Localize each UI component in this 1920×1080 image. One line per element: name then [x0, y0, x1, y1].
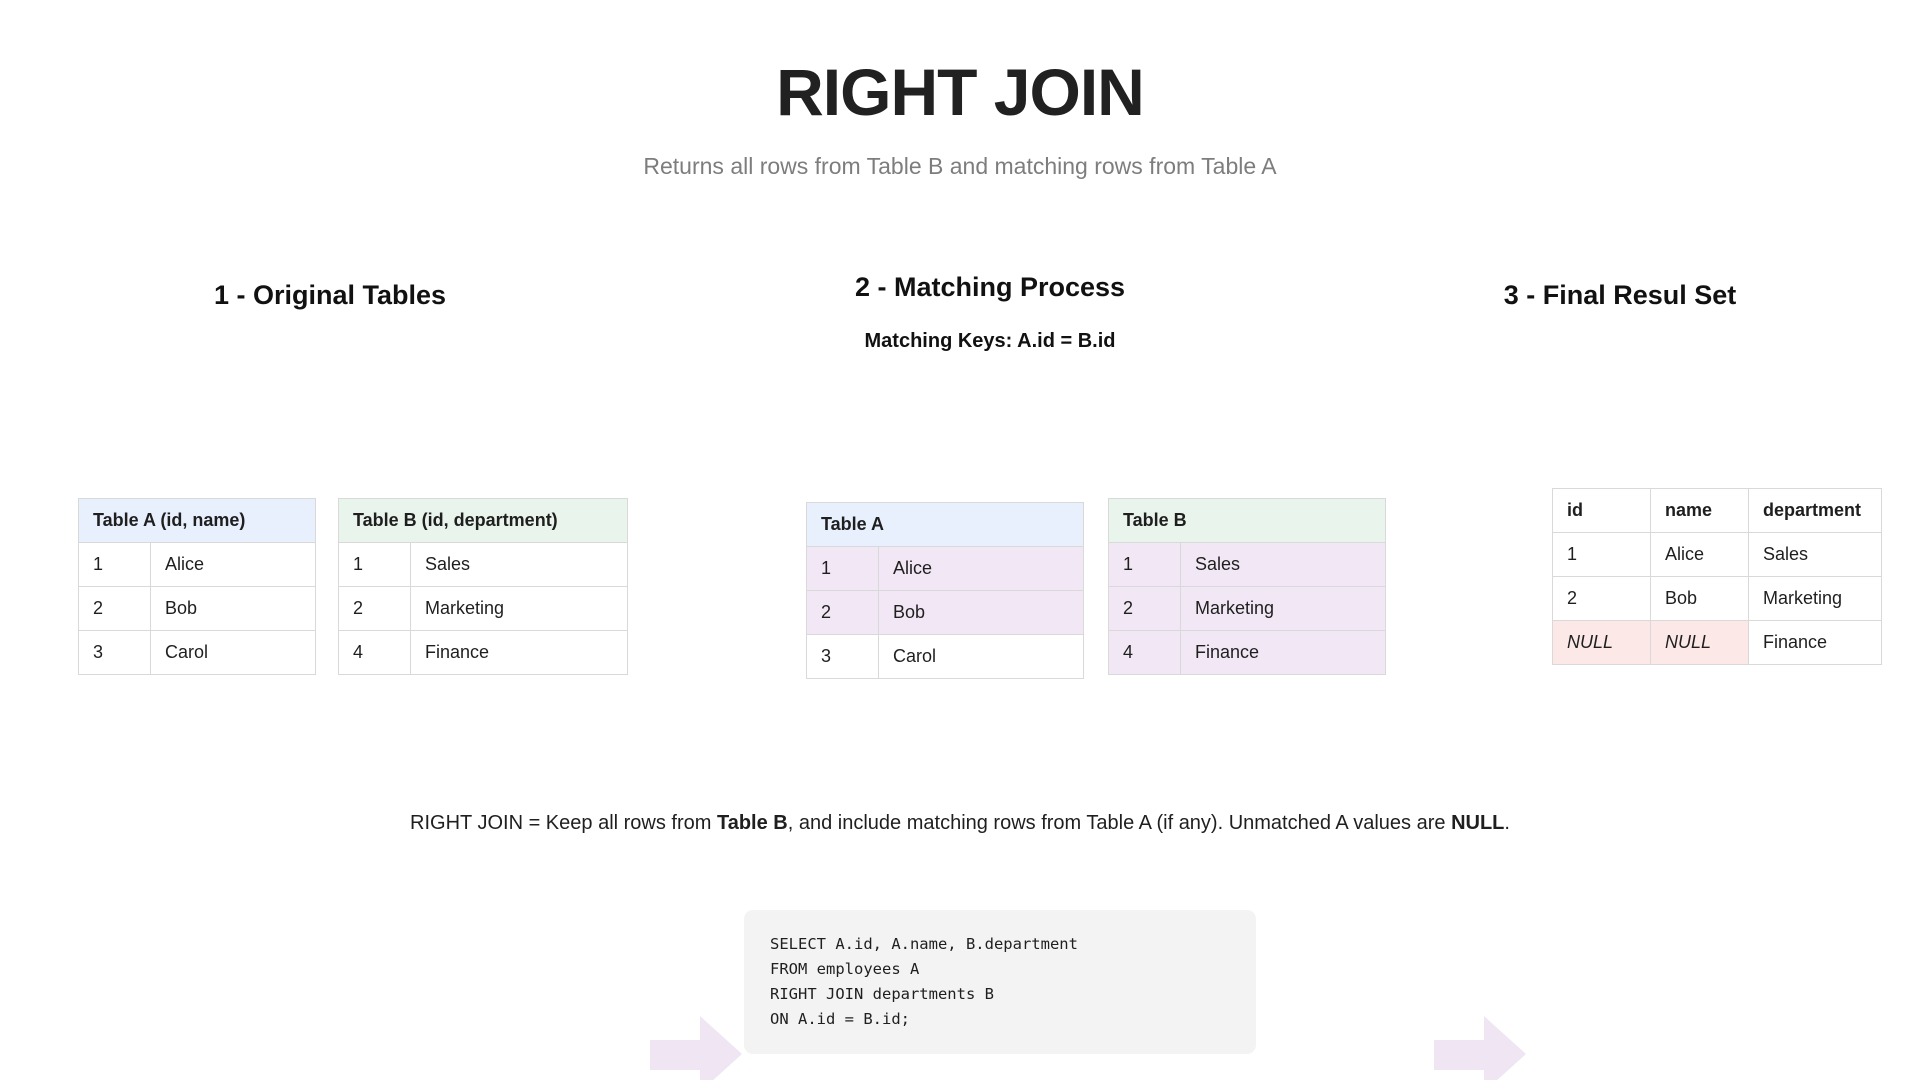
- tables-zone: Table A (id, name) 1 Alice 2 Bob 3 Carol: [0, 488, 1920, 1080]
- table-row-unmatched: 3 Carol: [806, 634, 1084, 679]
- arrow-shaft: [1434, 1040, 1490, 1070]
- table-row: 2 Bob: [78, 586, 316, 631]
- cell-name-null: NULL: [1650, 620, 1749, 665]
- cell-id: 2: [338, 586, 411, 631]
- table-row-matched: 1 Sales: [1108, 542, 1386, 587]
- cell-id: 1: [338, 542, 411, 587]
- sql-code-block: SELECT A.id, A.name, B.department FROM e…: [744, 910, 1256, 1055]
- cell-department: Finance: [1180, 630, 1386, 675]
- page-subtitle: Returns all rows from Table B and matchi…: [643, 153, 1277, 180]
- result-table-body: 1 Alice Sales 2 Bob Marketing NULL NULL …: [1552, 532, 1882, 665]
- matching-table-a-body: 1 Alice 2 Bob 3 Carol: [806, 546, 1084, 679]
- table-row-matched: 2 Bob: [806, 590, 1084, 635]
- table-row: 2 Marketing: [338, 586, 628, 631]
- arrow-head: [1484, 1016, 1526, 1080]
- cell-id: 2: [78, 586, 151, 631]
- table-row: 1 Alice: [78, 542, 316, 587]
- table-header-row: Table B (id, department): [338, 498, 628, 543]
- explanation-emphasis-table-b: Table B: [716, 812, 788, 834]
- arrow-shaft: [650, 1040, 706, 1070]
- cell-department: Marketing: [1180, 586, 1386, 631]
- explanation-text: RIGHT JOIN = Keep all rows from Table B,…: [380, 808, 1540, 839]
- section-heading-matching-process: 2 - Matching Process: [854, 272, 1126, 303]
- result-column-department: department: [1748, 488, 1882, 533]
- cell-department: Sales: [410, 542, 628, 587]
- section-heading-original-tables: 1 - Original Tables: [213, 280, 447, 311]
- table-row-matched: 1 Alice: [806, 546, 1084, 591]
- arrow-head: [700, 1016, 742, 1080]
- table-header-row: Table B: [1108, 498, 1386, 543]
- cell-name: Bob: [878, 590, 1084, 635]
- table-row-matched: 4 Finance: [1108, 630, 1386, 675]
- cell-name: Alice: [150, 542, 316, 587]
- cell-department: Finance: [410, 630, 628, 675]
- cell-id: 1: [1552, 532, 1651, 577]
- cell-department: Marketing: [1748, 576, 1882, 621]
- table-header-row: id name department: [1552, 488, 1882, 533]
- original-table-a-caption: Table A (id, name): [78, 498, 316, 543]
- cell-department: Marketing: [410, 586, 628, 631]
- explanation-part-3: .: [1504, 812, 1510, 834]
- cell-name: Bob: [150, 586, 316, 631]
- cell-id-null: NULL: [1552, 620, 1651, 665]
- matching-table-b-body: 1 Sales 2 Marketing 4 Finance: [1108, 542, 1386, 675]
- table-row: 4 Finance: [338, 630, 628, 675]
- original-table-b: Table B (id, department) 1 Sales 2 Marke…: [338, 498, 628, 675]
- table-header-row: Table A: [806, 502, 1084, 547]
- result-column-id: id: [1552, 488, 1651, 533]
- matching-keys-label: Matching Keys: A.id = B.id: [864, 330, 1116, 353]
- cell-id: 1: [1108, 542, 1181, 587]
- cell-name: Alice: [878, 546, 1084, 591]
- cell-id: 4: [1108, 630, 1181, 675]
- cell-department: Sales: [1748, 532, 1882, 577]
- cell-name: Bob: [1650, 576, 1749, 621]
- matching-table-a: Table A 1 Alice 2 Bob 3 Carol: [806, 502, 1084, 679]
- cell-id: 1: [806, 546, 879, 591]
- cell-id: 3: [78, 630, 151, 675]
- cell-name: Carol: [150, 630, 316, 675]
- table-row-matched: 2 Marketing: [1108, 586, 1386, 631]
- table-header-row: Table A (id, name): [78, 498, 316, 543]
- table-row: 1 Alice Sales: [1552, 532, 1882, 577]
- section-headings: 1 - Original Tables 2 - Matching Process…: [0, 242, 1920, 352]
- cell-id: 2: [1108, 586, 1181, 631]
- arrow-right-icon: [650, 1016, 742, 1080]
- arrow-right-icon: [1434, 1016, 1526, 1080]
- cell-department: Finance: [1748, 620, 1882, 665]
- original-table-b-body: 1 Sales 2 Marketing 4 Finance: [338, 542, 628, 675]
- cell-id: 3: [806, 634, 879, 679]
- cell-name: Carol: [878, 634, 1084, 679]
- section-heading-final-result-set: 3 - Final Resul Set: [1503, 280, 1737, 311]
- cell-id: 1: [78, 542, 151, 587]
- cell-name: Alice: [1650, 532, 1749, 577]
- explanation-part-2: , and include matching rows from Table A…: [787, 812, 1452, 834]
- original-table-a: Table A (id, name) 1 Alice 2 Bob 3 Carol: [78, 498, 316, 675]
- table-row: 1 Sales: [338, 542, 628, 587]
- result-column-name: name: [1650, 488, 1749, 533]
- explanation-emphasis-null: NULL: [1451, 812, 1505, 834]
- result-table: id name department 1 Alice Sales 2 Bob M…: [1552, 488, 1882, 665]
- original-table-b-caption: Table B (id, department): [338, 498, 628, 543]
- matching-table-b-caption: Table B: [1108, 498, 1386, 543]
- cell-id: 2: [806, 590, 879, 635]
- page-title: RIGHT JOIN: [776, 55, 1145, 129]
- table-row: 2 Bob Marketing: [1552, 576, 1882, 621]
- join-diagram-page: RIGHT JOIN Returns all rows from Table B…: [0, 55, 1920, 1080]
- table-row: NULL NULL Finance: [1552, 620, 1882, 665]
- table-row: 3 Carol: [78, 630, 316, 675]
- explanation-part-1: RIGHT JOIN = Keep all rows from: [410, 812, 717, 834]
- matching-table-b: Table B 1 Sales 2 Marketing 4 Finance: [1108, 498, 1386, 675]
- cell-id: 4: [338, 630, 411, 675]
- original-table-a-body: 1 Alice 2 Bob 3 Carol: [78, 542, 316, 675]
- matching-table-a-caption: Table A: [806, 502, 1084, 547]
- cell-id: 2: [1552, 576, 1651, 621]
- cell-department: Sales: [1180, 542, 1386, 587]
